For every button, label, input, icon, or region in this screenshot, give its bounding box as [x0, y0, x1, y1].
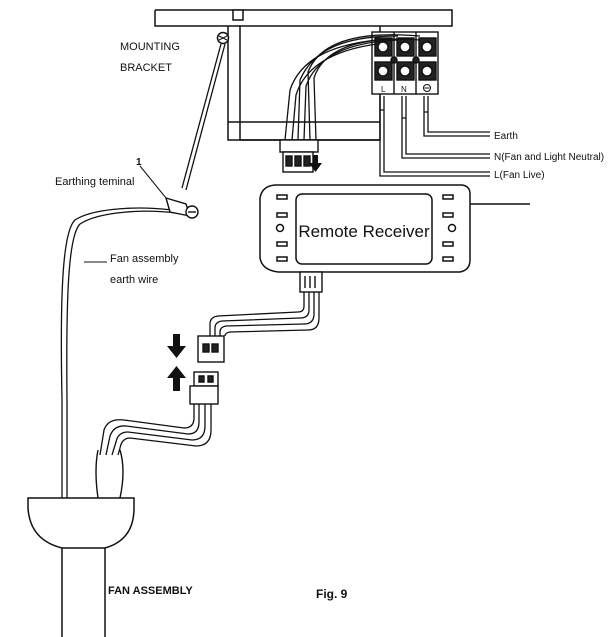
fan-downrod: [61, 548, 106, 637]
fan-assembly-label: FAN ASSEMBLY: [108, 585, 193, 597]
label-neutral: N(Fan and Light Neutral): [494, 152, 604, 163]
figure-caption: Fig. 9: [316, 587, 348, 601]
receiver-output-connector: [299, 271, 323, 293]
remote-receiver-label: Remote Receiver: [298, 222, 430, 241]
receiver-output-wires: [209, 292, 320, 337]
downrod-bundle: [95, 449, 124, 499]
callout-leader: [139, 165, 167, 199]
terminal-input-wires: [284, 34, 421, 141]
earthing-terminal-label: Earthing teminal: [55, 176, 135, 188]
arrow-down-icon: [167, 334, 186, 358]
arrow-up-icon: [167, 366, 186, 391]
remote-receiver: [259, 184, 530, 273]
terminal-label-n: N: [401, 85, 407, 94]
fan-earth-wire: [60, 43, 226, 498]
supply-wires: [379, 96, 490, 177]
fan-earth-label-line1: Fan assembly: [110, 253, 179, 265]
lower-connector: [189, 371, 219, 405]
arrow-down-icon: [309, 155, 322, 172]
downrod-wires: [99, 404, 212, 456]
label-live: L(Fan Live): [494, 170, 545, 181]
bracket-screw: [216, 31, 230, 45]
upper-connector: [197, 335, 225, 363]
earthing-terminal: [164, 196, 199, 219]
callout-number: 1: [136, 157, 142, 168]
fan-canopy: [27, 497, 135, 549]
earth-ground-icon: [423, 84, 431, 92]
fan-earth-label-line2: earth wire: [110, 274, 158, 286]
mounting-label-line1: MOUNTING: [120, 41, 180, 53]
label-earth: Earth: [494, 131, 518, 142]
terminal-label-l: L: [381, 85, 386, 94]
bracket-plug: [279, 139, 319, 173]
terminal-block: [371, 31, 439, 95]
mounting-label-line2: BRACKET: [120, 62, 172, 74]
